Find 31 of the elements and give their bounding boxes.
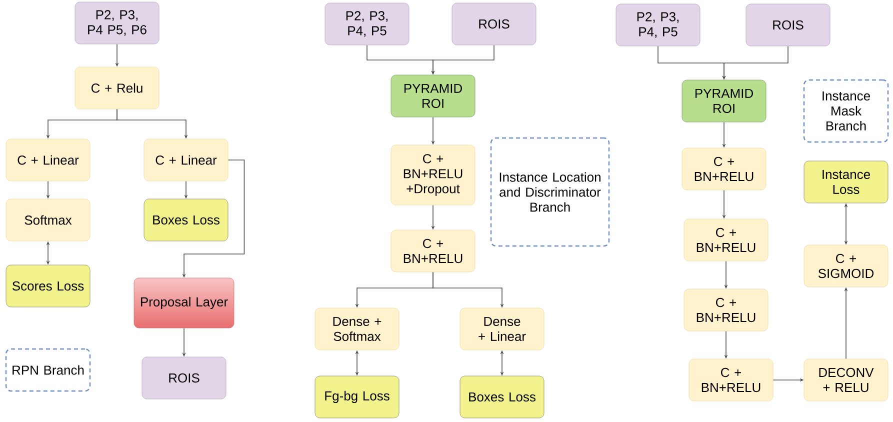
input-box: P2, P3, P4 P5, P6	[74, 2, 160, 44]
loss-box: Scores Loss	[6, 264, 90, 308]
process-box: Softmax	[6, 198, 90, 242]
process-box: DECONV + RELU	[804, 358, 888, 402]
branch-label-box: Instance Mask Branch	[803, 79, 889, 143]
proposal-layer-box: Proposal Layer	[134, 278, 234, 328]
input-box: P2, P3, P4, P5	[324, 2, 410, 46]
loss-box: Instance Loss	[804, 160, 888, 204]
pyramid-roi-box: PYRAMID ROI	[390, 74, 476, 118]
input-box: ROIS	[746, 4, 830, 46]
process-box: C + BN+RELU +Dropout	[390, 144, 476, 206]
input-box: ROIS	[452, 2, 536, 46]
process-box: C + BN+RELU	[684, 288, 768, 332]
pyramid-roi-box: PYRAMID ROI	[682, 80, 766, 122]
input-box: P2, P3, P4, P5	[616, 4, 700, 46]
loss-box: Fg-bg Loss	[314, 376, 400, 418]
process-box: C + Linear	[6, 138, 90, 182]
process-box: C + BN+RELU	[688, 358, 774, 402]
process-box: C + Relu	[74, 66, 160, 110]
process-box: C + BN+RELU	[390, 230, 476, 272]
process-box: C + BN+RELU	[682, 148, 766, 190]
process-box: C + Linear	[144, 138, 228, 182]
process-box: Dense + Softmax	[314, 308, 400, 350]
loss-box: Boxes Loss	[144, 198, 228, 242]
process-box: Dense + Linear	[460, 308, 544, 350]
loss-box: Boxes Loss	[460, 376, 544, 418]
process-box: C + BN+RELU	[684, 218, 768, 262]
process-box: C + SIGMOID	[804, 244, 888, 288]
branch-label-box: RPN Branch	[5, 348, 91, 392]
branch-label-box: Instance Location and Discriminator Branch	[490, 137, 610, 247]
input-box: ROIS	[142, 356, 226, 400]
